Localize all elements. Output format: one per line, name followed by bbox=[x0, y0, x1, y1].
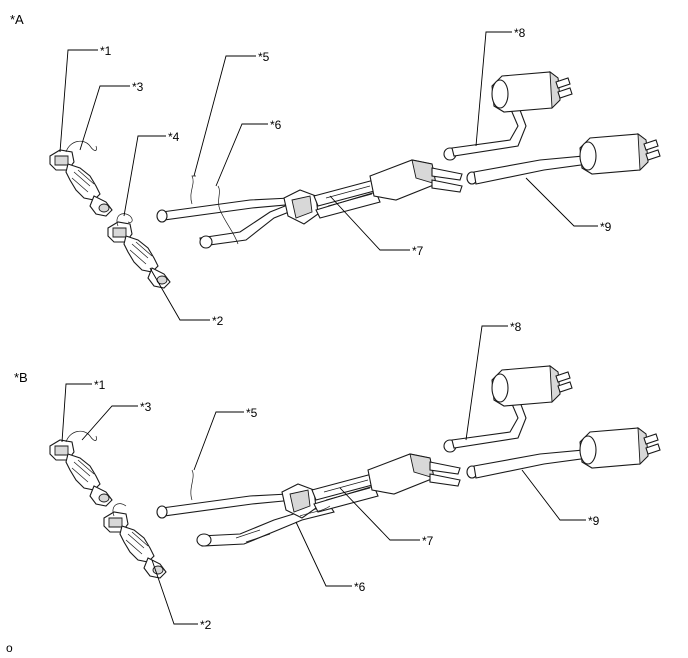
exhaust-manifold-2-b bbox=[103, 511, 167, 579]
leader-lines-b bbox=[61, 325, 586, 625]
callout-b-9: *9 bbox=[588, 514, 600, 528]
callout-a-4: *4 bbox=[168, 130, 180, 144]
exhaust-manifold-1 bbox=[49, 149, 113, 217]
front-exhaust-pipe-b bbox=[156, 453, 461, 547]
callout-b-8: *8 bbox=[510, 320, 522, 334]
manifold-2-sensor-b bbox=[112, 503, 127, 517]
callout-a-9: *9 bbox=[600, 220, 612, 234]
callout-b-3: *3 bbox=[140, 400, 152, 414]
oxygen-sensor-3 bbox=[65, 140, 97, 153]
tail-pipe-9-b bbox=[466, 427, 661, 479]
front-exhaust-pipe-a bbox=[156, 159, 463, 249]
callout-a-2: *2 bbox=[212, 314, 224, 328]
callout-a-8: *8 bbox=[514, 26, 526, 40]
callout-a-6: *6 bbox=[270, 118, 282, 132]
tail-pipe-8-a bbox=[443, 71, 573, 161]
oxygen-sensor-5 bbox=[190, 175, 196, 205]
view-a-label: *A bbox=[10, 12, 24, 27]
callout-b-7: *7 bbox=[422, 534, 434, 548]
footer-code: o bbox=[6, 641, 13, 655]
callout-b-2: *2 bbox=[200, 618, 212, 632]
oxygen-sensor-6 bbox=[217, 185, 221, 211]
tail-pipe-8-b bbox=[443, 365, 573, 453]
tail-pipe-9-a bbox=[466, 133, 661, 185]
oxygen-sensor-6-b bbox=[299, 505, 331, 517]
exhaust-manifold-1-b bbox=[49, 439, 113, 507]
callout-b-6: *6 bbox=[354, 580, 366, 594]
callout-b-1: *1 bbox=[94, 378, 106, 392]
leader-lines-a bbox=[59, 31, 598, 321]
view-b-label: *B bbox=[14, 370, 28, 385]
callout-a-1: *1 bbox=[100, 44, 112, 58]
view-a: *A bbox=[10, 12, 661, 328]
callout-a-7: *7 bbox=[412, 244, 424, 258]
callout-a-3: *3 bbox=[132, 80, 144, 94]
exhaust-manifold-2 bbox=[107, 221, 171, 289]
oxygen-sensor-3-b bbox=[65, 430, 97, 443]
callout-a-5: *5 bbox=[258, 50, 270, 64]
oxygen-sensor-4 bbox=[116, 213, 133, 227]
view-b: *B bbox=[14, 320, 661, 632]
callout-b-5: *5 bbox=[246, 406, 258, 420]
oxygen-sensor-5-b bbox=[190, 469, 194, 501]
